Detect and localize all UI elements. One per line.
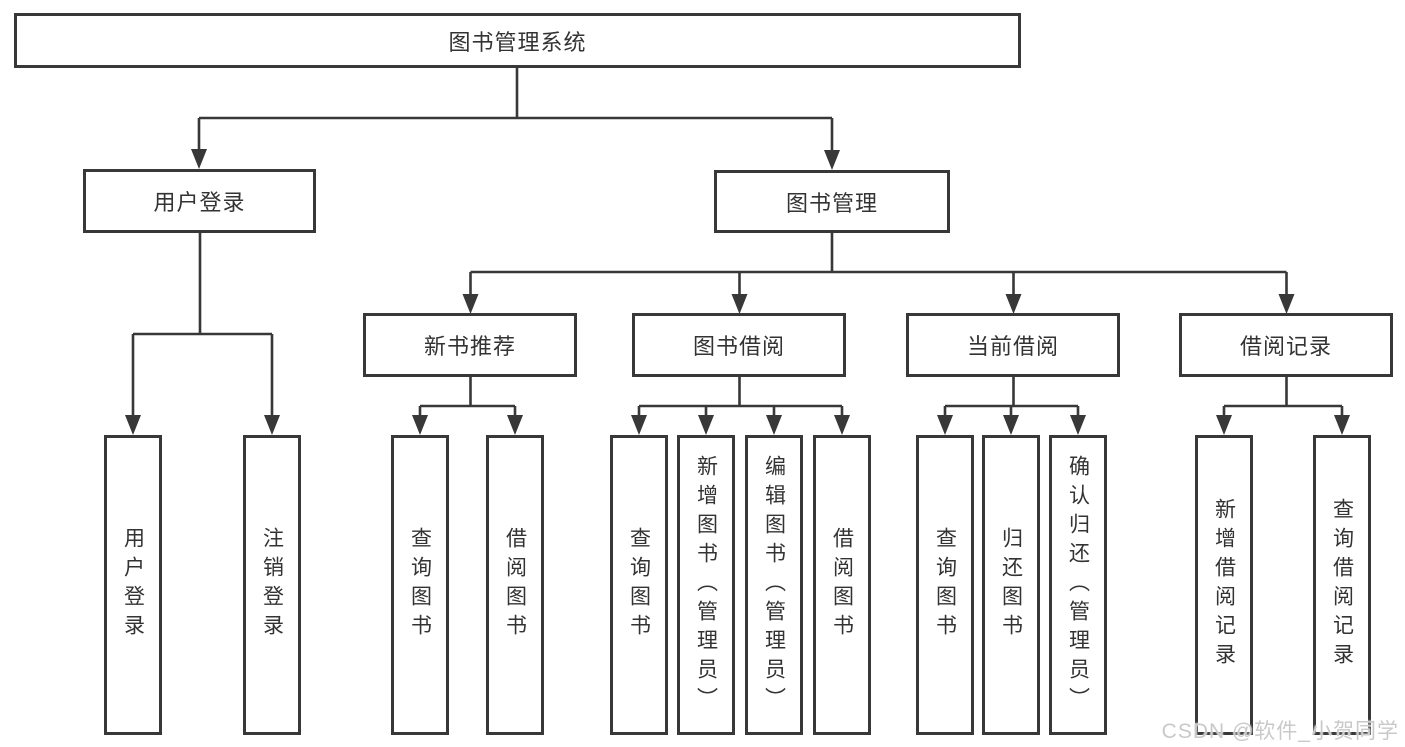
leaf-user-login: 用户登录	[104, 435, 162, 735]
leaf-recommend-query-books: 查询图书	[391, 435, 449, 735]
leaf-borrow-add-books-admin: 新增图书（管理员）	[677, 435, 735, 735]
node-current-borrow: 当前借阅	[906, 313, 1120, 377]
node-label: 查询图书	[627, 527, 651, 643]
node-library-system-root: 图书管理系统	[14, 13, 1021, 68]
node-book-borrow: 图书借阅	[632, 313, 846, 377]
connector-root-branch	[191, 68, 840, 170]
node-label: 新增图书（管理员）	[694, 454, 718, 716]
node-label: 查询图书	[933, 527, 957, 643]
leaf-records-add-record: 新增借阅记录	[1195, 435, 1253, 735]
node-label: 当前借阅	[966, 334, 1059, 359]
leaf-records-query-record: 查询借阅记录	[1313, 435, 1371, 735]
node-label: 借阅图书	[830, 527, 854, 643]
node-label: 注销登录	[260, 527, 284, 643]
node-label: 图书借阅	[692, 334, 785, 359]
connector-borrow-branch	[631, 377, 850, 435]
node-book-management: 图书管理	[714, 170, 950, 233]
node-label: 用户登录	[121, 527, 145, 643]
connector-user-branch	[125, 233, 280, 435]
node-label: 归还图书	[999, 527, 1023, 643]
leaf-recommend-borrow-books: 借阅图书	[486, 435, 544, 735]
leaf-borrow-borrow-books: 借阅图书	[813, 435, 871, 735]
node-label: 借阅记录	[1239, 334, 1332, 359]
connector-management-branch	[462, 233, 1295, 314]
node-label: 图书管理系统	[448, 29, 587, 55]
csdn-watermark: CSDN @软件_小贺同学	[1161, 720, 1399, 743]
node-label: 新书推荐	[423, 334, 516, 359]
connector-recommend-branch	[412, 377, 523, 435]
connector-current-branch	[937, 377, 1086, 435]
node-label: 图书管理	[785, 190, 878, 216]
node-label: 查询图书	[408, 527, 432, 643]
leaf-borrow-edit-books-admin: 编辑图书（管理员）	[745, 435, 803, 735]
leaf-current-confirm-return-admin: 确认归还（管理员）	[1049, 435, 1107, 735]
node-label: 确认归还（管理员）	[1066, 454, 1090, 716]
node-label: 编辑图书（管理员）	[762, 454, 786, 716]
node-label: 新增借阅记录	[1212, 498, 1236, 672]
node-user-login: 用户登录	[83, 169, 316, 233]
connector-records-branch	[1216, 377, 1350, 435]
node-borrow-records: 借阅记录	[1179, 313, 1393, 377]
leaf-logout: 注销登录	[243, 435, 301, 735]
node-label: 查询借阅记录	[1330, 498, 1354, 672]
leaf-borrow-query-books: 查询图书	[610, 435, 668, 735]
node-new-book-recommend: 新书推荐	[363, 313, 577, 377]
leaf-current-return-books: 归还图书	[982, 435, 1040, 735]
node-label: 借阅图书	[503, 527, 527, 643]
node-label: 用户登录	[153, 190, 246, 215]
leaf-current-query-books: 查询图书	[916, 435, 974, 735]
